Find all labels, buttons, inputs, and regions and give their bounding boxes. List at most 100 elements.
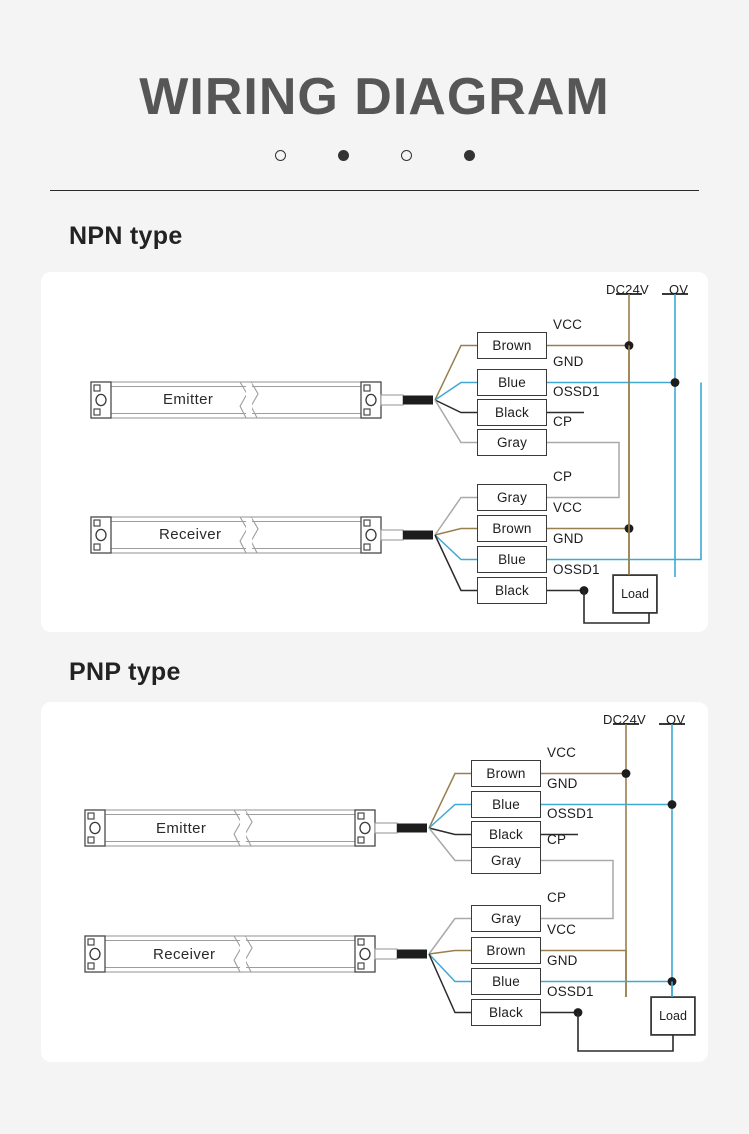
wire-cp-link <box>547 441 620 499</box>
cap-bracket-2 <box>363 384 371 392</box>
decorative-dots <box>0 146 749 164</box>
wire-box-gray-emitter-pnp: Gray <box>471 847 541 874</box>
cap-bracket-0 <box>87 812 95 820</box>
device-break-gap <box>240 937 247 971</box>
junction-emitter-gnd <box>667 800 677 809</box>
wire-box-brown-emitter-pnp: Brown <box>471 760 541 787</box>
signal-label-cp-receiver-pnp: CP <box>547 890 567 905</box>
device-connector-nub <box>380 394 404 406</box>
device-label-emitter-pnp: Emitter <box>156 820 207 837</box>
device-break-symbol-a <box>233 935 242 973</box>
cap-bracket-0 <box>93 519 101 527</box>
wire-box-black-emitter-pnp: Black <box>471 821 541 848</box>
mounting-hole-right <box>365 393 377 407</box>
device-body <box>84 935 376 973</box>
wire-box-gray-receiver-npn: Gray <box>477 484 547 511</box>
mounting-hole-left <box>89 821 101 835</box>
wire-box-black-emitter-npn: Black <box>477 399 547 426</box>
wire-load-return-npn <box>583 590 650 624</box>
cap-bracket-3 <box>363 408 371 416</box>
section-title-pnp: PNP type <box>69 658 181 686</box>
wire-box-blue-emitter-npn: Blue <box>477 369 547 396</box>
cable-lead-Gray <box>428 917 471 955</box>
signal-label-gnd-receiver-pnp: GND <box>547 953 578 968</box>
wire-box-black-receiver-npn: Black <box>477 577 547 604</box>
wire-box-blue-receiver-npn: Blue <box>477 546 547 573</box>
signal-label-ossd1-receiver-pnp: OSSD1 <box>547 984 594 999</box>
dot-4-solid <box>463 149 475 161</box>
cap-bracket-3 <box>363 543 371 551</box>
cable-lead-Gray <box>434 496 477 536</box>
wire-box-gray-receiver-pnp: Gray <box>471 905 541 932</box>
mounting-hole-right <box>359 947 371 961</box>
device-label-receiver-pnp: Receiver <box>153 946 216 963</box>
device-break-symbol-b <box>250 381 259 419</box>
signal-label-cp-emitter-npn: CP <box>553 414 573 429</box>
schematic-npn <box>90 293 702 624</box>
mounting-hole-left <box>95 528 107 542</box>
cable-lead-Black <box>428 953 471 1014</box>
cable-lead-Brown <box>428 949 471 955</box>
cable-lead-Black <box>428 827 471 836</box>
section-title-npn: NPN type <box>69 222 183 250</box>
cable-lead-Black <box>434 534 477 592</box>
cap-bracket-1 <box>93 408 101 416</box>
dot-3-hollow <box>400 149 412 161</box>
device-label-emitter-npn: Emitter <box>163 391 214 408</box>
device-break-gap <box>246 518 253 552</box>
mounting-hole-right <box>359 821 371 835</box>
cable-lead-Brown <box>434 344 477 401</box>
mounting-hole-left <box>89 947 101 961</box>
wire-cp-link <box>541 859 614 920</box>
device-body <box>84 809 376 847</box>
wire-load-return-pnp <box>577 1012 674 1052</box>
cap-bracket-0 <box>93 384 101 392</box>
signal-label-ossd1-receiver-npn: OSSD1 <box>553 562 600 577</box>
panel-pnp: Emitter Receiver DC24V OV Brown Blue Bla… <box>41 702 708 1062</box>
rail-label-ov-pnp: OV <box>666 712 686 727</box>
cable-lead-Black <box>434 399 477 414</box>
signal-label-gnd-receiver-npn: GND <box>553 531 584 546</box>
device-break-symbol-b <box>244 935 253 973</box>
header-divider <box>50 190 699 191</box>
device-emitter <box>84 809 398 847</box>
cable-emitter <box>397 772 471 862</box>
signal-label-gnd-emitter-npn: GND <box>553 354 584 369</box>
cable-lead-Blue <box>434 381 477 401</box>
signal-label-vcc-receiver-pnp: VCC <box>547 922 577 937</box>
cap-bracket-2 <box>357 812 365 820</box>
schematic-pnp <box>84 723 696 1052</box>
device-receiver <box>90 516 404 554</box>
device-break-symbol-b <box>250 516 259 554</box>
signal-label-ossd1-emitter-npn: OSSD1 <box>553 384 600 399</box>
wire-receiver-gnd <box>547 382 702 561</box>
cable-lead-Blue <box>428 953 471 983</box>
rail-label-ov-npn: OV <box>669 282 689 297</box>
device-break-symbol-a <box>233 809 242 847</box>
rail-label-dc24v-npn: DC24V <box>606 282 649 297</box>
device-connector-nub <box>374 822 398 834</box>
cable-lead-Brown <box>428 772 471 829</box>
signal-label-ossd1-emitter-pnp: OSSD1 <box>547 806 594 821</box>
device-break-symbol-a <box>239 381 248 419</box>
rail-label-dc24v-pnp: DC24V <box>603 712 646 727</box>
mounting-hole-right <box>365 528 377 542</box>
device-receiver <box>84 935 398 973</box>
junction-emitter-vcc <box>621 769 631 778</box>
device-break-gap <box>240 811 247 845</box>
cap-bracket-3 <box>357 962 365 970</box>
signal-label-cp-receiver-npn: CP <box>553 469 573 484</box>
cable-lead-Brown <box>434 527 477 536</box>
cable-lead-Blue <box>428 803 471 829</box>
cable-lead-Gray <box>428 827 471 862</box>
device-body <box>90 381 382 419</box>
cap-bracket-0 <box>87 938 95 946</box>
cable-lead-Gray <box>434 399 477 444</box>
device-emitter <box>90 381 404 419</box>
junction-emitter-gnd <box>670 378 680 387</box>
wire-box-black-receiver-pnp: Black <box>471 999 541 1026</box>
load-box-npn: Load <box>613 575 657 613</box>
cap-bracket-2 <box>357 938 365 946</box>
wire-box-brown-receiver-pnp: Brown <box>471 937 541 964</box>
